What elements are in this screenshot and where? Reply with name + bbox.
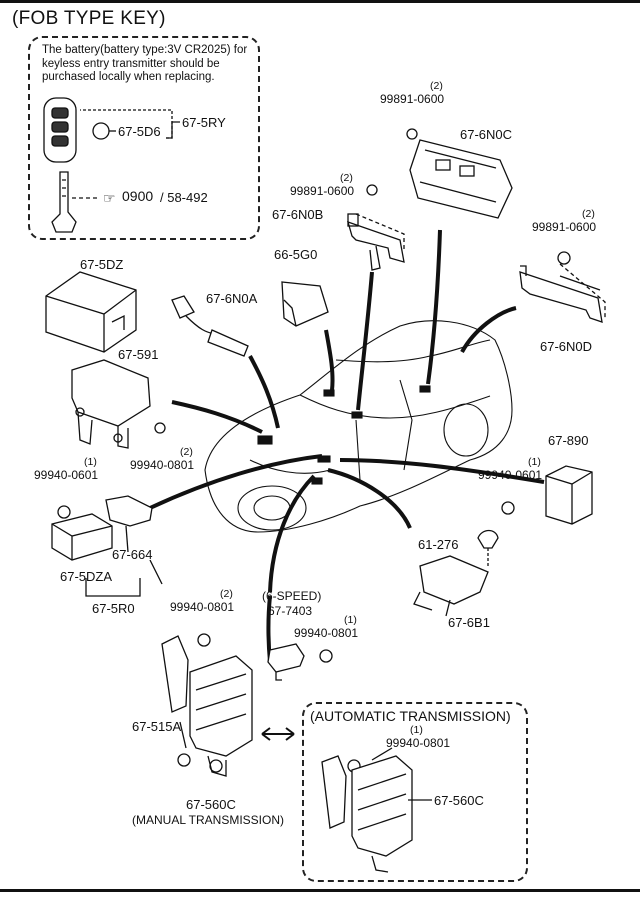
module-67-6n0c-drawing xyxy=(406,128,513,219)
qty-nut-0601-a: (1) xyxy=(84,456,97,468)
label-99891-0600-b: 99891-0600 xyxy=(290,184,355,198)
label-99940-0601-a: 99940-0601 xyxy=(34,468,99,482)
label-67-5dz: 67-5DZ xyxy=(80,257,124,272)
label-66-5g0: 66-5G0 xyxy=(274,247,318,262)
label-67-560c-manual: 67-560C xyxy=(186,797,236,812)
label-99940-0801-b: 99940-0801 xyxy=(170,600,235,614)
label-67-5dza: 67-5DZA xyxy=(60,569,113,584)
label-67-591: 67-591 xyxy=(118,347,159,362)
label-67-6b1: 67-6B1 xyxy=(448,615,490,630)
qty-nut-0600-c: (2) xyxy=(582,208,595,220)
vehicle-outline-drawing xyxy=(204,320,513,533)
switch-67-6b1-drawing xyxy=(413,529,499,617)
label-67-5ry: 67-5RY xyxy=(182,115,226,130)
bottom-rule xyxy=(0,889,640,892)
label-67-6n0a: 67-6N0A xyxy=(206,291,258,306)
qty-nut-0600-a: (2) xyxy=(430,80,443,92)
label-67-890: 67-890 xyxy=(548,433,589,448)
qty-nut-0601-b: (1) xyxy=(528,456,541,468)
ref-page: / 58-492 xyxy=(160,190,208,205)
label-99940-0801-c: 99940-0801 xyxy=(294,626,359,640)
qty-nut-0801-b: (2) xyxy=(220,588,233,600)
thick-leader-lines xyxy=(149,229,545,663)
bracket-67-6n0b-drawing xyxy=(347,184,405,271)
qty-nut-0600-b: (2) xyxy=(340,172,353,184)
junction-block-auto-drawing xyxy=(321,755,413,873)
module-67-890-drawing xyxy=(545,465,593,525)
relay-67-7403-drawing xyxy=(267,643,305,681)
label-six-speed: (6-SPEED) xyxy=(262,589,322,603)
label-67-560c-auto: 67-560C xyxy=(434,793,484,808)
label-99891-0600-c: 99891-0600 xyxy=(532,220,597,234)
harness-67-6n0a-drawing xyxy=(171,295,249,357)
label-99940-0801-a: 99940-0801 xyxy=(130,458,195,472)
label-99940-0601-b: 99940-0601 xyxy=(478,468,543,482)
caption-automatic-transmission: (AUTOMATIC TRANSMISSION) xyxy=(310,708,511,724)
caption-manual-transmission: (MANUAL TRANSMISSION) xyxy=(132,813,285,827)
label-61-276: 61-276 xyxy=(418,537,459,552)
label-67-6n0b: 67-6N0B xyxy=(272,207,324,222)
label-67-6n0d: 67-6N0D xyxy=(540,339,593,354)
bracket-67-6n0d-drawing xyxy=(519,251,606,323)
fob-transmitter-drawing xyxy=(43,97,110,233)
label-67-515a: 67-515A xyxy=(132,719,182,734)
label-67-664: 67-664 xyxy=(112,547,153,562)
label-67-6n0c: 67-6N0C xyxy=(460,127,513,142)
fob-key-callout-box xyxy=(28,36,260,240)
antenna-66-5g0-drawing xyxy=(281,281,329,327)
qty-nut-0801-a: (2) xyxy=(180,446,193,458)
qty-nut-0801-d: (1) xyxy=(410,724,423,736)
module-67-5dza-drawing xyxy=(51,495,153,561)
bracket-67-591-drawing xyxy=(71,359,166,449)
junction-block-manual-drawing xyxy=(161,635,253,777)
qty-nut-0801-c: (1) xyxy=(344,614,357,626)
top-rule xyxy=(0,0,640,3)
automatic-transmission-box xyxy=(302,702,528,882)
label-99891-0600-a: 99891-0600 xyxy=(380,92,445,106)
battery-note: The battery(battery type:3V CR2025) for … xyxy=(42,44,248,83)
ref-code: 0900 xyxy=(122,188,154,204)
label-67-5r0: 67-5R0 xyxy=(92,601,135,616)
label-99940-0801-d: 99940-0801 xyxy=(386,736,451,750)
page-title: (FOB TYPE KEY) xyxy=(12,8,166,29)
module-67-5dz-drawing xyxy=(45,271,137,353)
label-67-7403: 67-7403 xyxy=(268,604,313,618)
label-67-5d6: 67-5D6 xyxy=(118,124,161,139)
hand-pointer-icon: ☞ xyxy=(103,190,116,206)
